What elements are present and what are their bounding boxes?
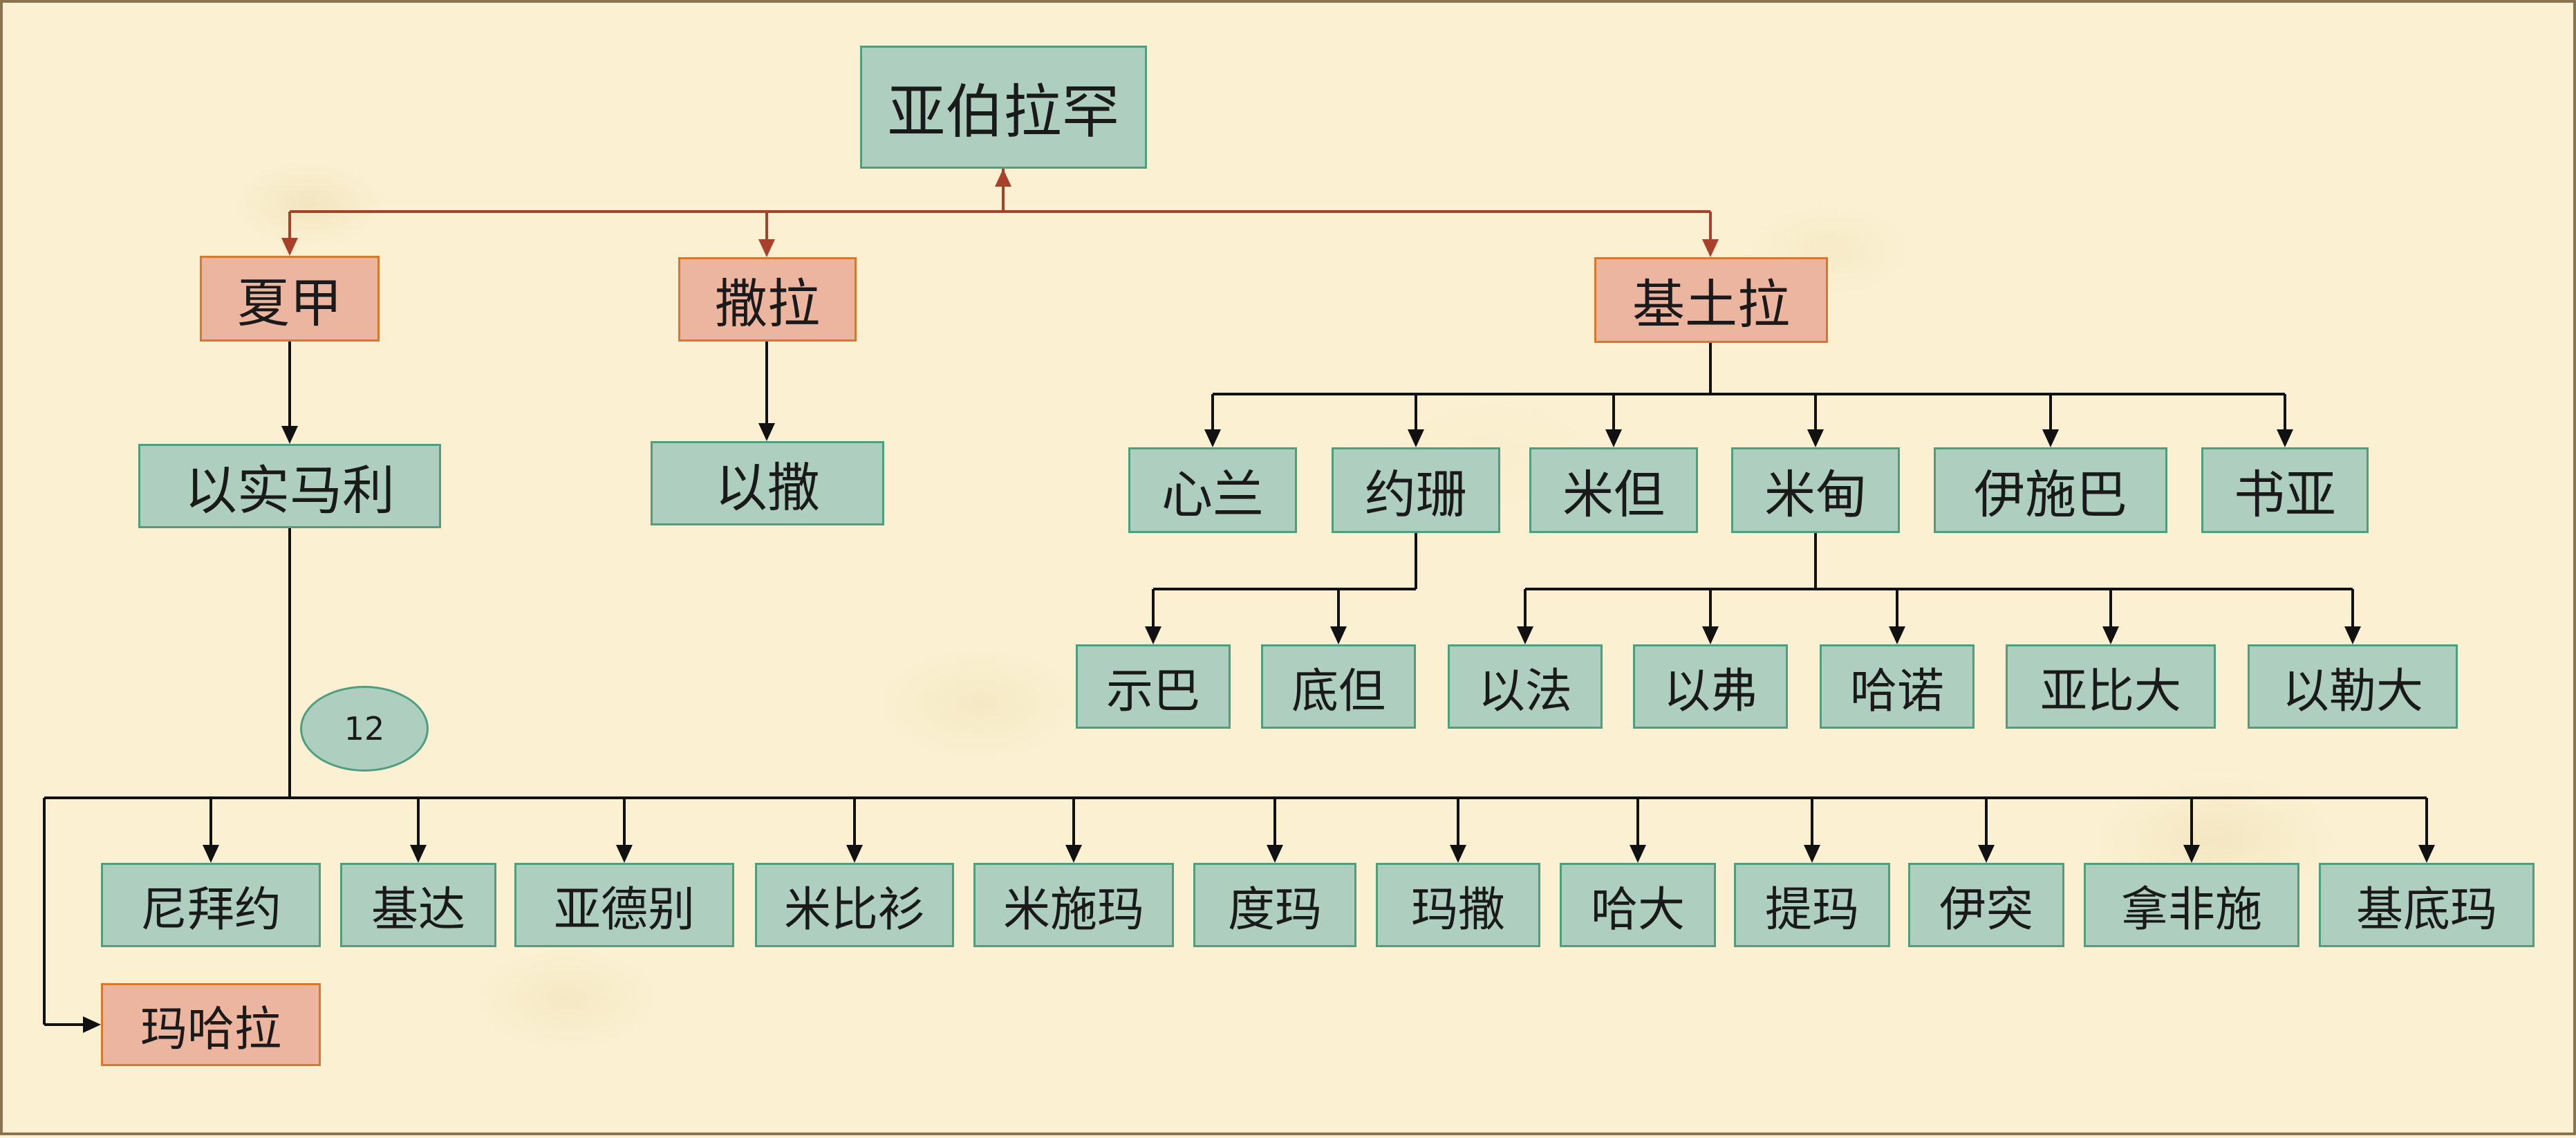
node-shuah: 书亚 [2201, 447, 2369, 533]
arrowhead [1630, 845, 1646, 863]
node-jetur: 伊突 [1908, 863, 2064, 947]
node-kedemah: 基底玛 [2319, 863, 2535, 947]
arrowhead [1145, 626, 1161, 644]
arrowhead [410, 845, 427, 863]
arrowhead [758, 239, 775, 257]
arrowhead [2418, 845, 2435, 863]
connector-lines [43, 169, 2435, 1033]
arrowhead [281, 426, 298, 444]
node-dedan: 底但 [1261, 644, 1416, 729]
arrowhead [1605, 429, 1622, 447]
arrowhead [1702, 626, 1719, 644]
arrowhead [2344, 626, 2361, 644]
node-hanoch: 哈诺 [1820, 644, 1975, 729]
node-eldaah: 以勒大 [2248, 644, 2458, 729]
arrowhead [846, 845, 863, 863]
node-nebaioth: 尼拜约 [101, 863, 321, 947]
node-hadad: 哈大 [1560, 863, 1716, 947]
node-ephah: 以法 [1448, 644, 1603, 729]
arrowhead [1330, 626, 1347, 644]
arrowhead [1065, 845, 1082, 863]
node-mibsam: 米比衫 [755, 863, 954, 947]
node-tema: 提玛 [1734, 863, 1890, 947]
node-isaac: 以撒 [651, 441, 884, 525]
node-ishbak: 伊施巴 [1934, 447, 2167, 533]
arrowhead [1204, 429, 1221, 447]
node-massa: 玛撒 [1376, 863, 1540, 947]
arrowhead [1267, 845, 1283, 863]
node-mishma: 米施玛 [973, 863, 1174, 947]
arrowhead [2042, 429, 2059, 447]
node-dumah: 度玛 [1193, 863, 1356, 947]
arrowhead [1702, 239, 1719, 257]
node-mahalath: 玛哈拉 [101, 983, 321, 1066]
arrowhead [1408, 429, 1424, 447]
node-midian: 米甸 [1731, 447, 1900, 533]
count-badge: 12 [300, 686, 429, 772]
arrowhead [2102, 626, 2119, 644]
arrowhead [2183, 845, 2200, 863]
arrowhead [1804, 845, 1820, 863]
arrowhead [281, 238, 298, 256]
node-zimran: 心兰 [1128, 447, 1297, 533]
node-keturah: 基土拉 [1594, 257, 1828, 343]
arrowhead [1450, 845, 1466, 863]
node-hagar: 夏甲 [200, 256, 380, 342]
arrowhead [83, 1016, 101, 1033]
node-sheba: 示巴 [1076, 644, 1231, 729]
node-epher: 以弗 [1633, 644, 1788, 729]
node-jokshan: 约珊 [1332, 447, 1500, 533]
arrowhead [1978, 845, 1995, 863]
node-adbeel: 亚德别 [514, 863, 734, 947]
node-naphish: 拿非施 [2084, 863, 2299, 947]
arrowhead [2277, 429, 2293, 447]
arrowhead [616, 845, 633, 863]
arrowhead [758, 423, 775, 441]
arrowhead [1889, 626, 1905, 644]
node-sarah: 撒拉 [678, 257, 857, 342]
node-abraham: 亚伯拉罕 [860, 46, 1147, 169]
arrowhead [1517, 626, 1533, 644]
arrowhead [995, 169, 1011, 187]
node-medan: 米但 [1529, 447, 1698, 533]
node-kedar: 基达 [340, 863, 496, 947]
node-ishmael: 以实马利 [138, 444, 441, 528]
node-abida: 亚比大 [2006, 644, 2216, 729]
arrowhead [203, 845, 219, 863]
arrowhead [1807, 429, 1824, 447]
